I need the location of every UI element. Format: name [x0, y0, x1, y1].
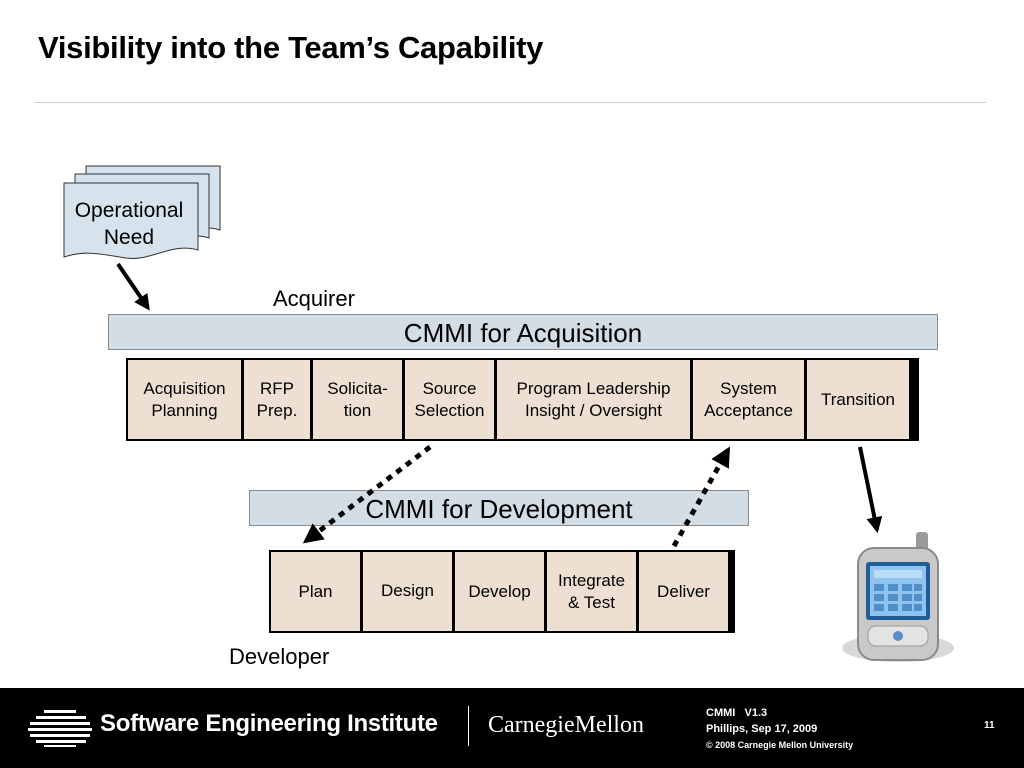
arrow-deliver-to-acceptance [671, 446, 731, 548]
footer-divider [468, 706, 469, 746]
operational-need-label: Operational Need [74, 199, 184, 249]
footer-bar: Software Engineering Institute CarnegieM… [0, 688, 1024, 768]
cmmi-acquisition-band: CMMI for Acquisition [108, 314, 938, 350]
sei-wordmark: Software Engineering Institute [100, 710, 438, 737]
acquirer-label: Acquirer [273, 286, 355, 311]
development-process-row: Plan Design Develop Integrate& Test Deli… [269, 550, 735, 633]
developer-label: Developer [229, 644, 330, 669]
cmu-wordmark: CarnegieMellon [488, 712, 644, 738]
flow-arrows [116, 262, 883, 548]
slide-title: Visibility into the Team’s Capability [38, 30, 544, 65]
copyright-notice: © 2008 Carnegie Mellon University [706, 740, 854, 750]
step-plan: Plan [271, 552, 360, 631]
arrow-need-to-acquisition [116, 262, 150, 311]
step-design: Design [363, 552, 452, 631]
step-integrate-test: Integrate& Test [547, 552, 636, 631]
document-stack-icon [62, 164, 224, 264]
cmmi-development-band: CMMI for Development [249, 490, 749, 526]
sei-logo-icon [28, 710, 92, 747]
step-deliver: Deliver [639, 552, 728, 631]
step-solicitation: Solicita-tion [313, 360, 402, 439]
step-transition: Transition [807, 360, 909, 439]
title-divider [34, 102, 986, 103]
mobile-phone-icon [842, 532, 954, 662]
arrow-transition-to-device [858, 446, 883, 534]
arrow-source-to-plan [302, 445, 432, 544]
step-develop: Develop [455, 552, 544, 631]
footer-info: CMMI V1.3 Phillips, Sep 17, 2009 [706, 707, 818, 735]
page-number: 11 [984, 720, 995, 731]
